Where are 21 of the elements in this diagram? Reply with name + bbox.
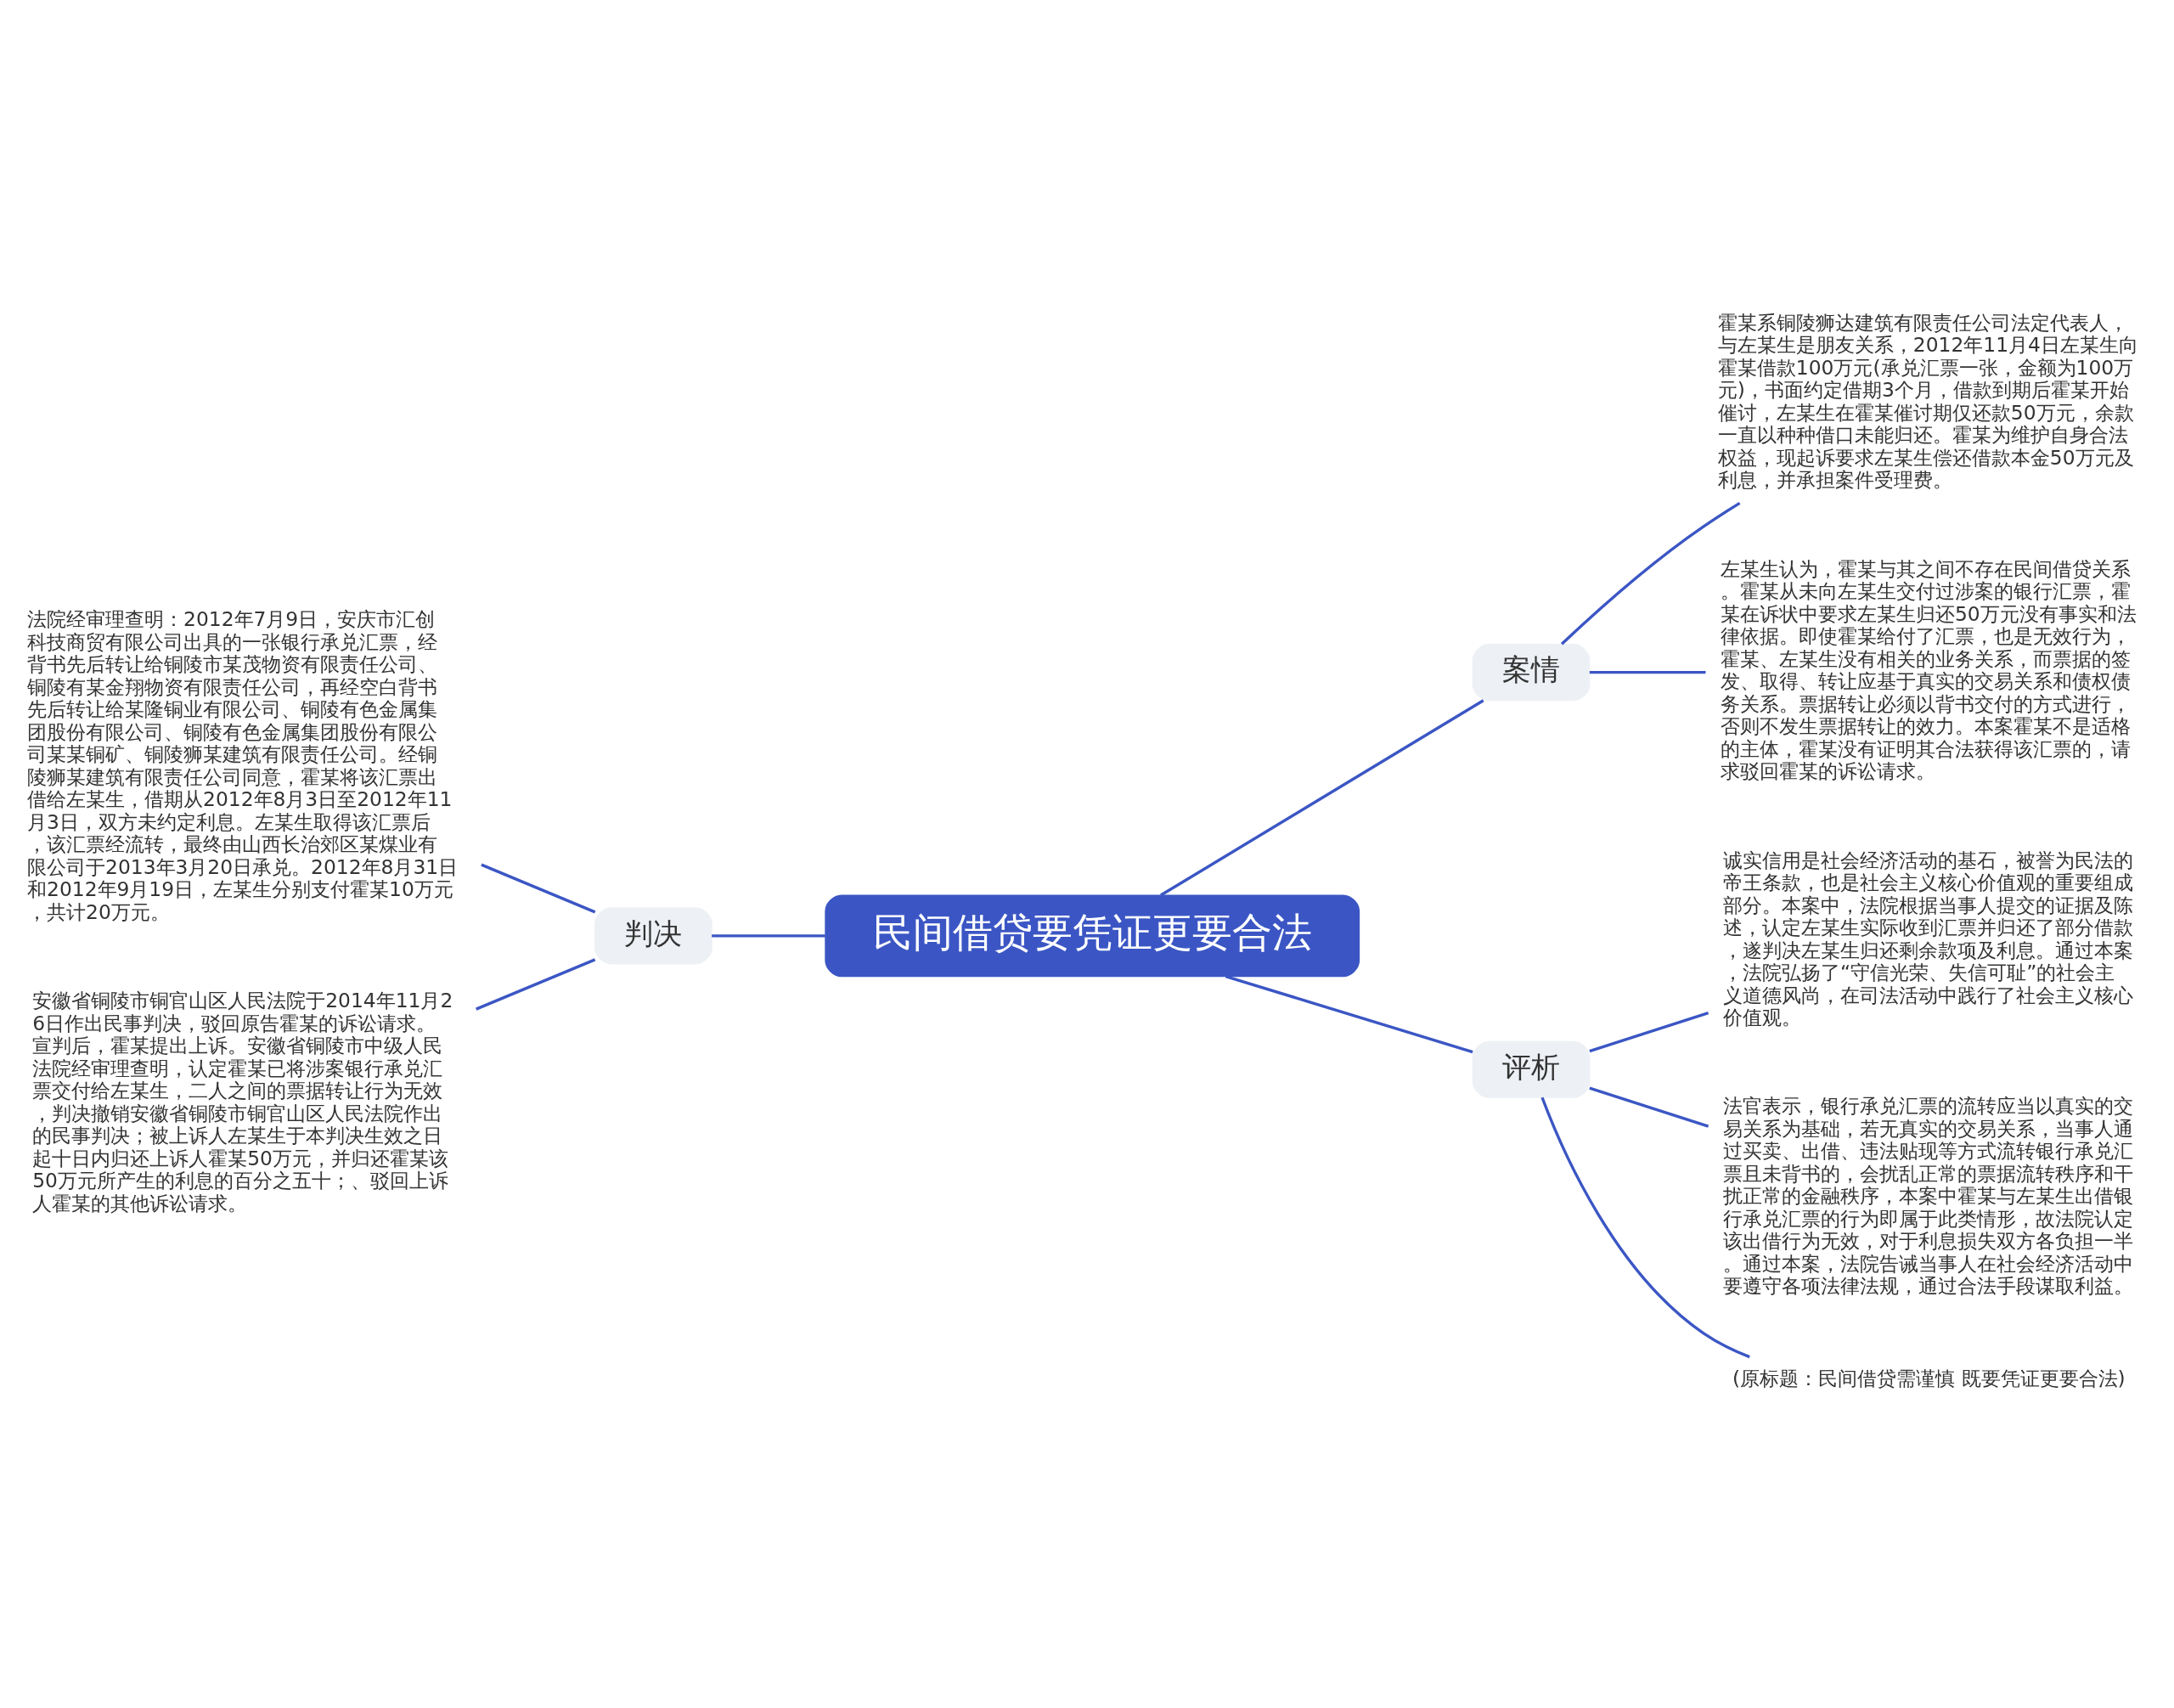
node-text: 法官表示，银行承兑汇票的流转应当以真实的交易关系为基础，若无真实的交易关系，当事人通过买卖、出借、违法贴现等方式流转银行承兑汇票且未背书的，会扰乱正常的票据流转秩序和干扰正常的金融秩序，本案中霍某与左某生出借银行承兑汇票的行为即属于此类情形，故法院认定该出借行为无效，对于利息损失双方各负担一半。通过本案，法院告诫当事人在社会经济活动中要遵守各项法律法规，通过合法手段谋取利益。 (1723, 1093, 2134, 1298)
node-box: 案情 (1472, 643, 1591, 701)
node-text: 法院经审理查明：2012年7月9日，安庆市汇创科技商贸有限公司出具的一张银行承兑汇票，经背书先后转让给铜陵市某茂物资有限责任公司、铜陵有某金翔物资有限责任公司，再经空白背书先后转让给某隆铜业有限公司、铜陵有色金属集团股份有限公司、铜陵有色金属集团股份有限公司某某铜矿、铜陵狮某建筑有限责任公司。经铜陵狮某建筑有限责任公司同意，霍某将该汇票出借给左某生，借期从2012年8月3日至2012年11月3日，双方未约定利息。左某生取得该汇票后，该汇票经流转，最终由山西长治郊区某煤业有限公司于2013年3月20日承兑。2012年8月31日和2012年9月19日，左某生分别支付霍某10万元，共计20万元。 (27, 606, 459, 924)
connector (712, 933, 825, 938)
connector (1560, 501, 1741, 645)
connector (1589, 1085, 1709, 1128)
node-text: 霍某系铜陵狮达建筑有限责任公司法定代表人，与左某生是朋友关系，2012年11月4日左某生向霍某借款100万元(承兑汇票一张，金额为100万元)，书面约定借期3个月，借款到期后霍某开始催讨，左某生在霍某催讨期仅还款50万元，余款一直以种种借口未能归还。霍某为维护自身合法权益，现起诉要求左某生偿还借款本金50万元及利息，并承担案件受理费。 (1717, 310, 2138, 492)
connector (476, 957, 596, 1011)
node-box: 民间借贷要凭证更要合法 (825, 894, 1360, 977)
connector (481, 863, 596, 913)
connector (1589, 1011, 1709, 1052)
node-text: 左某生认为，霍某与其之间不存在民间借贷关系。霍某从未向左某生交付过涉案的银行汇票，霍某在诉状中要求左某生归还50万元没有事实和法律依据。即使霍某给付了汇票，也是无效行为，霍某、左某生没有相关的业务关系，而票据的签发、取得、转让应基于真实的交易关系和债权债务关系。票据转让必须以背书交付的方式进行，否则不发生票据转让的效力。本案霍某不是适格的主体，霍某没有证明其合法获得该汇票的，请求驳回霍某的诉讼请求。 (1720, 556, 2137, 783)
node-text: (原标题：民间借贷需谨慎 既要凭证更要合法) (1732, 1366, 2126, 1390)
connector (1589, 670, 1706, 674)
connector (1160, 698, 1484, 897)
node-box: 判决 (594, 906, 712, 964)
connector (1225, 974, 1473, 1053)
node-text: 诚实信用是社会经济活动的基石，被誉为民法的帝王条款，也是社会主义核心价值观的重要组成部分。本案中，法院根据当事人提交的证据及陈述，认定左某生实际收到汇票并归还了部分借款，遂判决左某生归还剩余款项及利息。通过本案，法院弘扬了“守信光荣、失信可耻”的社会主义道德风尚，在司法活动中践行了社会主义核心价值观。 (1723, 848, 2134, 1029)
connector (1540, 1096, 1750, 1358)
node-box: 评析 (1472, 1040, 1591, 1098)
node-text: 安徽省铜陵市铜官山区人民法院于2014年11月26日作出民事判决，驳回原告霍某的诉讼请求。宣判后，霍某提出上诉。安徽省铜陵市中级人民法院经审理查明，认定霍某已将涉案银行承兑汇票交付给左某生，二人之间的票据转让行为无效，判决撤销安徽省铜陵市铜官山区人民法院作出的民事判决；被上诉人左某生于本判决生效之日起十日内归还上诉人霍某50万元，并归还霍某该50万元所产生的利息的百分之五十；、驳回上诉人霍某的其他诉讼请求。 (32, 988, 453, 1215)
